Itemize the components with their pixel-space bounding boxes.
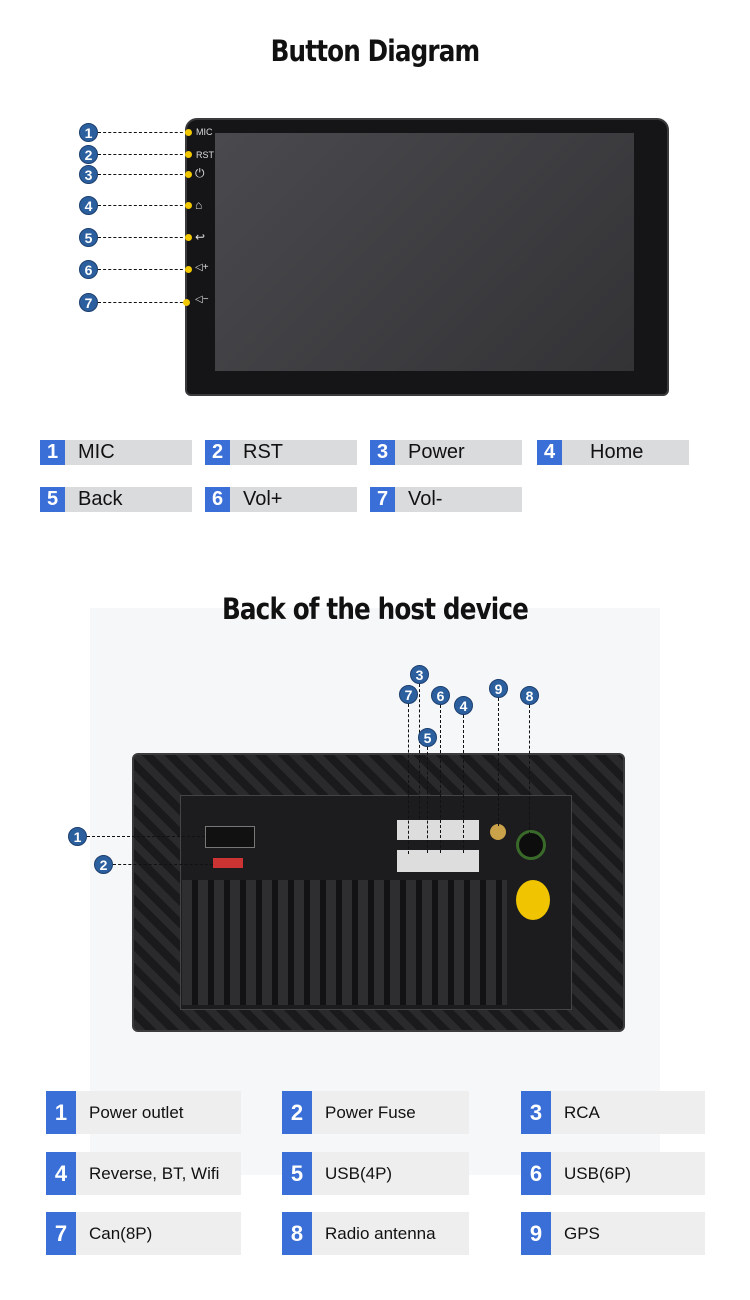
callout-1: 1: [68, 827, 87, 846]
callout-6: 6: [79, 260, 98, 279]
callout-6: 6: [431, 686, 450, 705]
callout-7: 7: [399, 685, 418, 704]
radio-antenna-connector: [516, 830, 546, 860]
callout-5: 5: [79, 228, 98, 247]
power-icon: ⏻: [195, 166, 205, 180]
callout-4: 4: [79, 196, 98, 215]
power-connector: [205, 826, 255, 848]
callout-5: 5: [418, 728, 437, 747]
callout-1: 1: [79, 123, 98, 142]
gps-connector: [490, 824, 506, 840]
button-diagram-title: Button Diagram: [270, 34, 481, 68]
connector-block-bottom: [397, 850, 479, 872]
rst-label: RST: [196, 150, 214, 160]
mic-label: MIC: [196, 127, 213, 137]
back-icon: ↩: [195, 230, 206, 244]
screen: [215, 133, 634, 371]
callout-7: 7: [79, 293, 98, 312]
callout-2: 2: [94, 855, 113, 874]
callout-4: 4: [454, 696, 473, 715]
callout-8: 8: [520, 686, 539, 705]
callout-3: 3: [410, 665, 429, 684]
warning-sticker: [516, 880, 550, 920]
volume-up-icon: ◁+: [195, 262, 209, 273]
heatsink-fins: [182, 880, 507, 1005]
callout-3: 3: [79, 165, 98, 184]
callout-2: 2: [79, 145, 98, 164]
volume-down-icon: ◁−: [195, 294, 209, 305]
back-device-title: Back of the host device: [221, 592, 529, 626]
fuse: [213, 858, 243, 868]
callout-9: 9: [489, 679, 508, 698]
home-icon: ⌂: [195, 198, 203, 212]
connector-block-top: [397, 820, 479, 840]
